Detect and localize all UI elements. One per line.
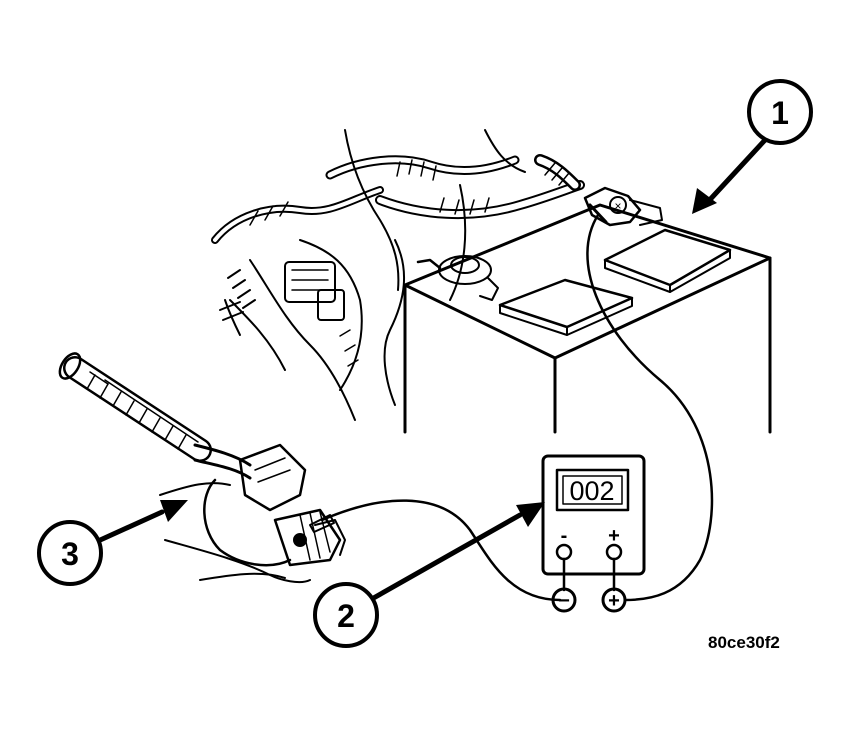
battery-negative-terminal <box>416 255 499 301</box>
multimeter-negative-label: - <box>561 525 568 547</box>
callout-1-number: 1 <box>771 95 789 131</box>
battery-positive-terminal <box>583 186 663 227</box>
wiring-harness <box>211 129 585 421</box>
battery <box>403 203 772 434</box>
callout-leaders <box>95 137 768 603</box>
figure-id-code: 80ce30f2 <box>708 633 780 652</box>
negative-probe-symbol: − <box>558 590 570 612</box>
callout-3: 3 <box>37 520 103 586</box>
arrow-head-3 <box>160 500 188 522</box>
negative-probe <box>551 587 577 613</box>
test-leads <box>309 203 714 602</box>
positive-probe-symbol: + <box>608 590 620 612</box>
positive-probe <box>601 587 627 613</box>
callout-2-number: 2 <box>337 598 355 634</box>
multimeter-positive-label: + <box>608 525 620 547</box>
callout-2: 2 <box>313 582 379 648</box>
arrow-head-2 <box>516 502 545 527</box>
callout-3-number: 3 <box>61 536 79 572</box>
arrow-head-1 <box>692 188 717 214</box>
multimeter-display: 002 <box>569 476 614 506</box>
battery-terminal-symbol: × <box>614 199 621 213</box>
callout-1: 1 <box>747 79 813 145</box>
sensor-assembly <box>58 352 346 584</box>
multimeter <box>541 454 646 576</box>
